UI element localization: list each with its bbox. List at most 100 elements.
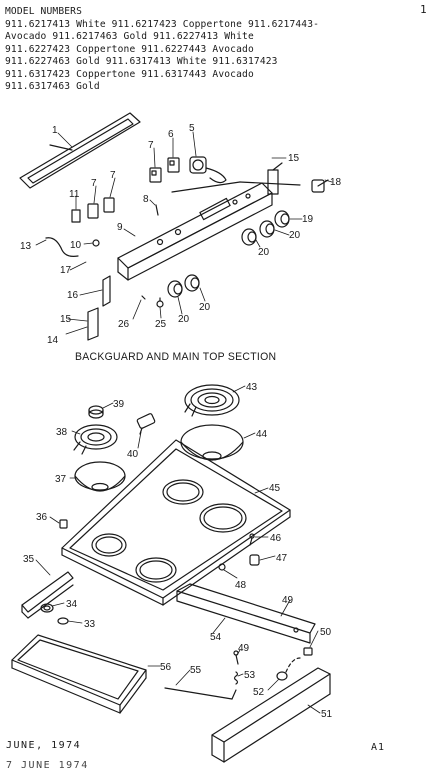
drip-pan-part-37: [74, 461, 126, 492]
footer-cut-line: 7 JUNE 1974: [6, 760, 89, 768]
callout-36: 36: [36, 512, 48, 523]
main-top-part-45: [61, 439, 291, 606]
callout-47: 47: [276, 553, 288, 564]
callout-43: 43: [246, 382, 258, 393]
spring-part-53: [233, 671, 239, 685]
corner-mark: 1: [420, 3, 427, 16]
callout-9: 9: [117, 222, 123, 233]
receptacle-part-40: [136, 413, 156, 435]
footer-date: JUNE, 1974: [6, 740, 82, 751]
latch-part-47: [249, 554, 260, 566]
callout-56: 56: [160, 662, 172, 673]
callout-49: 49: [282, 595, 294, 606]
leader-lines-main-top: [35, 385, 321, 714]
surface-element-part-43: [184, 384, 240, 417]
control-panel-part-9: [117, 182, 273, 281]
callout-7: 7: [110, 170, 116, 181]
model-numbers-title: MODEL NUMBERS: [5, 6, 83, 17]
bracket-part-14: [87, 307, 99, 341]
callout-20: 20: [199, 302, 211, 313]
wire-harness-part-13: [45, 237, 79, 257]
knob-part-19: [274, 210, 290, 228]
callout-7: 7: [148, 140, 154, 151]
model-line: 911.6217413 White 911.6217423 Coppertone…: [5, 18, 320, 30]
callout-52: 52: [253, 687, 265, 698]
switch-part-7: [87, 167, 162, 219]
callout-39: 39: [113, 399, 125, 410]
drip-pan-part-44: [180, 424, 244, 461]
footer-page-code: A1: [371, 742, 386, 753]
backguard-trim-part-1: [19, 112, 141, 189]
dashed-guide: [285, 657, 301, 673]
front-rail-part-35: [21, 571, 74, 619]
model-line: 911.6317463 Gold: [5, 81, 100, 92]
callout-53: 53: [244, 670, 256, 681]
callout-14: 14: [47, 335, 59, 346]
rod-part-55: [164, 687, 237, 700]
cap-part-39: [88, 405, 104, 419]
callout-34: 34: [66, 599, 78, 610]
switch-part-6: [167, 157, 180, 173]
section-title: BACKGUARD AND MAIN TOP SECTION: [75, 351, 277, 363]
rear-bracket-part-54: [176, 583, 316, 644]
leader-lines-backguard: [35, 131, 333, 335]
clip-part-8: [155, 204, 159, 216]
callout-17: 17: [60, 265, 72, 276]
screw-part-50: [303, 647, 313, 656]
callout-33: 33: [84, 619, 96, 630]
callout-8: 8: [143, 194, 149, 205]
callout-1: 1: [52, 125, 58, 136]
callout-25: 25: [155, 319, 167, 330]
callout-13: 13: [20, 241, 32, 252]
knob-part-20: [167, 220, 275, 298]
callout-5: 5: [189, 123, 195, 134]
callout-40: 40: [127, 449, 139, 460]
callout-20: 20: [178, 314, 190, 325]
model-line: 911.6227463 Gold 911.6317413 White 911.6…: [5, 56, 278, 67]
callout-6: 6: [168, 129, 174, 140]
clock-part-5: [189, 156, 227, 184]
callout-20: 20: [258, 247, 270, 258]
model-line: 911.6227423 Coppertone 911.6227443 Avoca…: [5, 43, 254, 55]
screw-part-26: [141, 295, 146, 300]
callout-51: 51: [321, 709, 333, 720]
model-line: Avocado 911.6217463 Gold 911.6227413 Whi…: [5, 31, 254, 42]
callout-15: 15: [60, 314, 72, 325]
front-trim-part-51: [211, 667, 331, 763]
hinge-part-34: [40, 603, 54, 613]
callout-11: 11: [69, 189, 80, 200]
callout-37: 37: [55, 474, 67, 485]
callout-44: 44: [256, 429, 268, 440]
callout-26: 26: [118, 319, 130, 330]
callout-20: 20: [289, 230, 301, 241]
callout-38: 38: [56, 427, 68, 438]
model-line: 911.6317423 Coppertone 911.6317443 Avoca…: [5, 68, 254, 80]
model-numbers-block: MODEL NUMBERS 911.6217413 White 911.6217…: [5, 6, 319, 94]
callout-15: 15: [288, 153, 300, 164]
bracket-part-15: [267, 162, 283, 195]
terminal-block-part-18: [311, 179, 329, 193]
callout-48: 48: [235, 580, 247, 591]
screw-part-33: [57, 617, 69, 625]
callout-45: 45: [269, 483, 281, 494]
bushing-part-52: [276, 671, 288, 681]
indicator-part-10: [92, 239, 100, 247]
callout-numbers: 1 5 6 7 7 7 8 9 11 10 13 17 16 15 14 26 …: [20, 123, 342, 720]
callout-19: 19: [302, 214, 314, 225]
surface-element-part-38: [73, 424, 118, 455]
screw-part-46: [249, 533, 255, 546]
wire-lead: [171, 181, 241, 193]
callout-54: 54: [210, 632, 222, 643]
callout-55: 55: [190, 665, 202, 676]
glass-tray-part-56: [11, 634, 147, 714]
nut-part-48: [218, 563, 226, 571]
callout-7: 7: [91, 178, 97, 189]
callout-50: 50: [320, 627, 332, 638]
callout-10: 10: [70, 240, 82, 251]
switch-part-11: [71, 209, 81, 223]
callout-18: 18: [330, 177, 342, 188]
callout-35: 35: [23, 554, 35, 565]
screw-part-25: [156, 297, 164, 308]
